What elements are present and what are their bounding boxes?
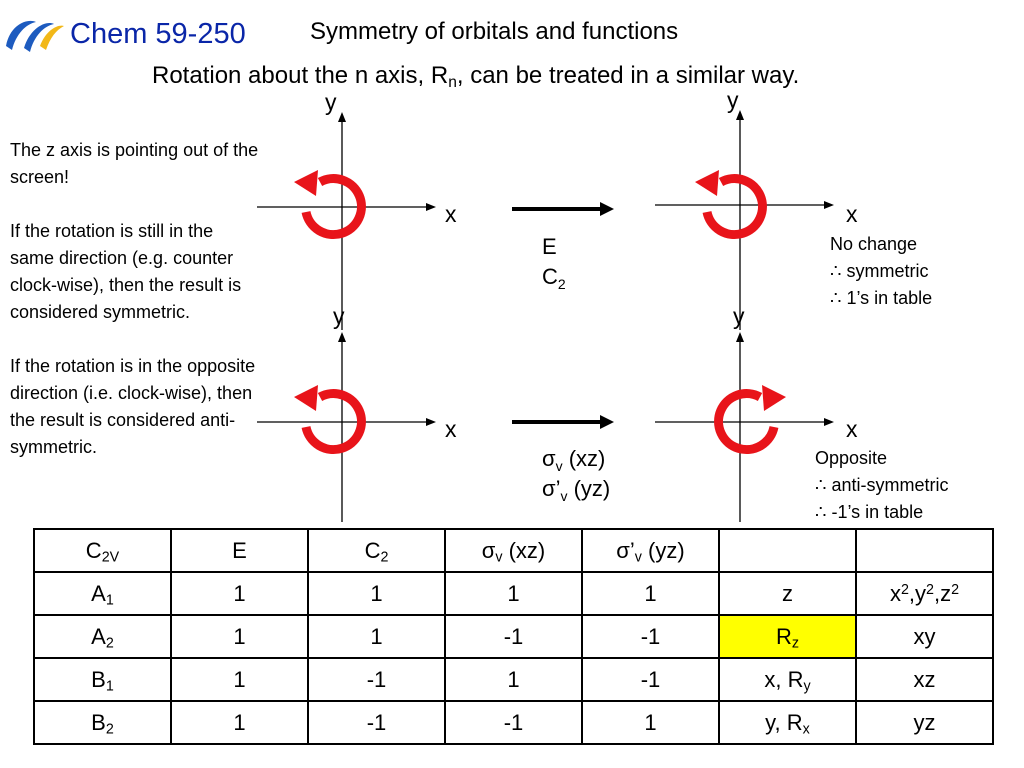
table-cell: z: [718, 571, 857, 616]
symmetric-note: ∴ symmetric: [830, 261, 928, 281]
table-cell: 1: [170, 700, 309, 745]
explanation-paragraph: If the rotation is in the opposite direc…: [10, 356, 256, 457]
table-cell: 1: [170, 657, 309, 702]
character-table: C2V E C2 σv (xz) σ’v (yz) A1 1 1 1 1 z x…: [33, 528, 994, 745]
table-cell: [855, 528, 994, 573]
operation-e: E: [542, 234, 557, 259]
table-cell: 1: [581, 571, 720, 616]
course-title: Chem 59-250: [70, 18, 246, 50]
table-cell: 1: [170, 571, 309, 616]
table-cell: [718, 528, 857, 573]
operation-sigma-v-yz: σ’v (yz): [542, 476, 610, 504]
x-axis-label: x: [846, 416, 858, 442]
table-cell: y, Rx: [718, 700, 857, 745]
x-axis-label: x: [846, 201, 858, 227]
table-cell: A2: [33, 614, 172, 659]
table-cell: B1: [33, 657, 172, 702]
transform-arrow-icon: [512, 415, 614, 429]
slide-title: Symmetry of orbitals and functions: [310, 18, 679, 45]
table-cell: -1: [444, 614, 583, 659]
table-cell: 1: [444, 571, 583, 616]
table-cell: 1: [307, 571, 446, 616]
y-axis-label: y: [325, 89, 337, 115]
table-cell: A1: [33, 571, 172, 616]
table-header-row: C2V E C2 σv (xz) σ’v (yz): [33, 528, 994, 573]
table-cell: B2: [33, 700, 172, 745]
y-axis-label: y: [333, 303, 345, 329]
table-cell: -1: [444, 700, 583, 745]
table-cell: -1: [581, 657, 720, 702]
table-cell: E: [170, 528, 309, 573]
table-row: B1 1 -1 1 -1 x, Ry xz: [33, 657, 994, 702]
table-cell: x2,y2,z2: [855, 571, 994, 616]
table-cell: 1: [581, 700, 720, 745]
antisymmetric-note: Opposite: [815, 448, 887, 468]
table-cell: C2V: [33, 528, 172, 573]
table-cell: xy: [855, 614, 994, 659]
symmetric-note: No change: [830, 234, 917, 254]
table-cell: σ’v (yz): [581, 528, 720, 573]
explanation-paragraph: The z axis is pointing out of the screen…: [10, 140, 259, 187]
axes-top-right: y x: [655, 87, 858, 330]
antisymmetric-note: ∴ anti-symmetric: [815, 475, 948, 495]
y-axis-label: y: [727, 87, 739, 113]
table-cell: 1: [170, 614, 309, 659]
table-cell: σv (xz): [444, 528, 583, 573]
antisymmetric-note: ∴ -1’s in table: [815, 502, 923, 522]
explanation-text: The z axis is pointing out of the screen…: [10, 137, 260, 488]
table-cell: 1: [444, 657, 583, 702]
table-row: B2 1 -1 -1 1 y, Rx yz: [33, 700, 994, 745]
rotation-ccw-icon: [294, 170, 361, 235]
slide-subtitle: Rotation about the n axis, Rn, can be tr…: [152, 62, 800, 91]
explanation-paragraph: If the rotation is still in the same dir…: [10, 221, 242, 322]
table-cell: -1: [581, 614, 720, 659]
table-cell: yz: [855, 700, 994, 745]
y-axis-label: y: [733, 303, 745, 329]
table-cell: C2: [307, 528, 446, 573]
table-row: A1 1 1 1 1 z x2,y2,z2: [33, 571, 994, 616]
table-cell: 1: [307, 614, 446, 659]
table-cell: x, Ry: [718, 657, 857, 702]
symmetric-note: ∴ 1’s in table: [830, 288, 932, 308]
axes-bottom-left: y x: [257, 303, 457, 522]
transform-arrow-icon: [512, 202, 614, 216]
axes-bottom-right: y x: [655, 303, 858, 522]
table-cell: -1: [307, 700, 446, 745]
x-axis-label: x: [445, 201, 457, 227]
highlighted-cell-rz: Rz: [718, 614, 857, 659]
rotation-ccw-icon: [695, 170, 762, 235]
chem-logo-icon: [6, 20, 64, 52]
table-row: A2 1 1 -1 -1 Rz xy: [33, 614, 994, 659]
table-cell: -1: [307, 657, 446, 702]
operation-sigma-v-xz: σv (xz): [542, 446, 605, 474]
rotation-ccw-icon: [294, 385, 361, 450]
rotation-diagram: y x y x y x y x E C2: [257, 87, 948, 522]
operation-c2: C2: [542, 264, 566, 292]
rotation-cw-icon: [719, 385, 786, 450]
table-cell: xz: [855, 657, 994, 702]
x-axis-label: x: [445, 416, 457, 442]
axes-top-left: y x: [257, 89, 457, 330]
